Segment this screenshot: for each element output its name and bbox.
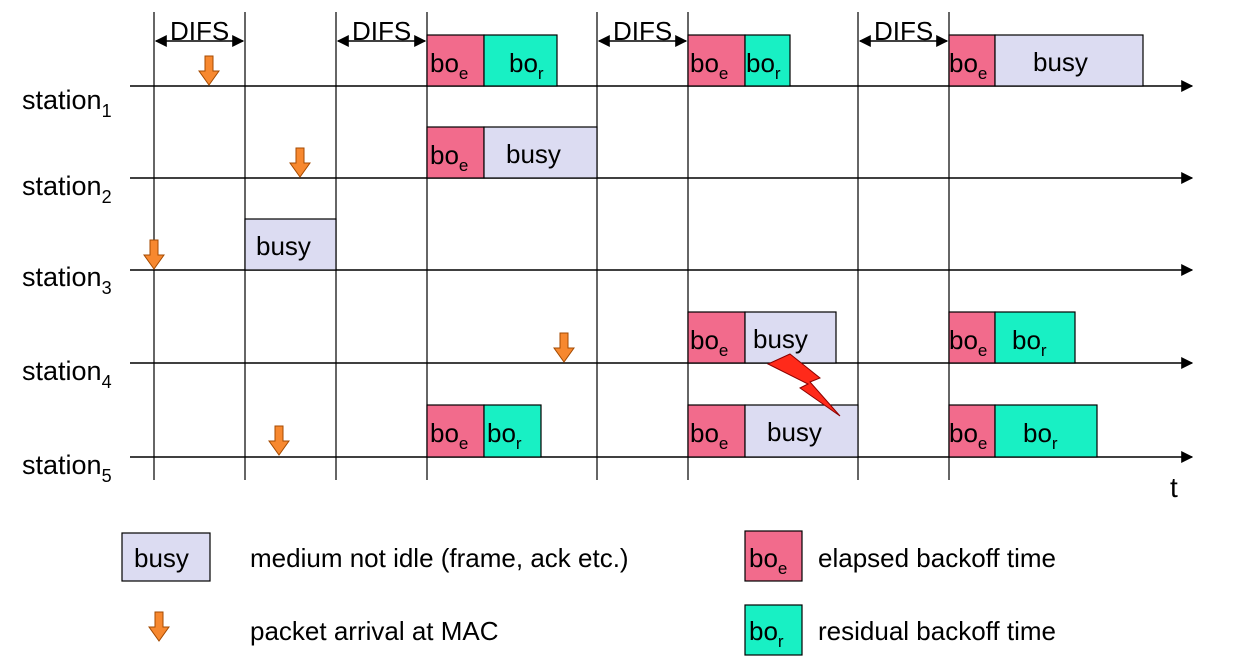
residual-backoff-label: bor	[1012, 325, 1047, 360]
difs-markers: DIFS DIFS DIFS DIFS	[154, 16, 949, 47]
legend-arrival-description: packet arrival at MAC	[250, 616, 499, 646]
residual-backoff-label: bor	[746, 48, 781, 83]
elapsed-backoff-box	[426, 126, 485, 179]
lightning-bolt-icon	[766, 353, 841, 417]
elapsed-backoff-box	[948, 311, 996, 364]
busy-box	[483, 126, 598, 179]
difs-label: DIFS	[352, 16, 411, 46]
residual-backoff-box	[483, 404, 542, 458]
station-label: station3	[22, 262, 112, 298]
elapsed-backoff-box	[687, 404, 746, 458]
station-label: station5	[22, 450, 112, 486]
elapsed-backoff-box	[687, 34, 746, 87]
station-5-activity: boe bor boe busy boe bor	[426, 404, 1098, 458]
residual-backoff-box	[994, 311, 1076, 364]
legend-residual-swatch	[744, 604, 803, 656]
residual-backoff-label: bor	[1023, 418, 1058, 453]
legend-busy-swatch	[121, 532, 211, 582]
time-axis-label: t	[1170, 472, 1178, 503]
legend-residual-sample: bor	[749, 616, 784, 651]
elapsed-backoff-label: boe	[430, 48, 468, 83]
difs-label: DIFS	[613, 16, 672, 46]
legend-residual-description: residual backoff time	[818, 616, 1056, 646]
legend-busy-sample: busy	[134, 543, 189, 573]
station-label: station2	[22, 171, 112, 207]
down-arrow-icon	[289, 147, 311, 178]
elapsed-backoff-label: boe	[690, 325, 728, 360]
station-labels: station1 station2 station3 station4 stat…	[22, 85, 112, 486]
elapsed-backoff-label: boe	[430, 140, 468, 175]
legend: busy medium not idle (frame, ack etc.) p…	[121, 530, 1056, 656]
station-4-activity: boe busy boe bor	[687, 311, 1076, 364]
down-arrow-icon	[268, 425, 290, 456]
busy-label: busy	[506, 139, 561, 169]
busy-label: busy	[256, 231, 311, 261]
busy-label: busy	[1033, 47, 1088, 77]
elapsed-backoff-label: boe	[430, 418, 468, 453]
timelines	[130, 80, 1194, 463]
elapsed-backoff-label: boe	[949, 418, 987, 453]
residual-backoff-label: bor	[487, 418, 522, 453]
down-arrow-icon	[143, 239, 165, 270]
down-arrow-icon	[553, 332, 575, 363]
station-label: station1	[22, 85, 112, 121]
busy-box	[994, 34, 1144, 87]
residual-backoff-label: bor	[509, 48, 544, 83]
down-arrow-icon	[148, 611, 170, 642]
elapsed-backoff-label: boe	[949, 325, 987, 360]
busy-label: busy	[753, 324, 808, 354]
station-1-activity: boe bor boe bor boe busy	[426, 34, 1144, 87]
elapsed-backoff-label: boe	[690, 418, 728, 453]
legend-elapsed-swatch	[744, 530, 803, 582]
residual-backoff-box	[744, 34, 791, 87]
elapsed-backoff-label: boe	[690, 48, 728, 83]
station-2-activity: boe busy	[426, 126, 598, 179]
elapsed-backoff-box	[426, 404, 485, 458]
busy-label: busy	[767, 417, 822, 447]
busy-box	[244, 218, 337, 271]
legend-elapsed-sample: boe	[749, 543, 787, 578]
busy-box	[744, 404, 859, 458]
elapsed-backoff-label: boe	[949, 48, 987, 83]
difs-label: DIFS	[170, 16, 229, 46]
station-3-activity: busy	[244, 218, 337, 271]
legend-elapsed-description: elapsed backoff time	[818, 543, 1056, 573]
legend-busy-description: medium not idle (frame, ack etc.)	[250, 543, 629, 573]
packet-arrivals	[143, 55, 575, 456]
residual-backoff-box	[483, 34, 558, 87]
residual-backoff-box	[994, 404, 1098, 458]
elapsed-backoff-box	[687, 311, 746, 364]
station-label: station4	[22, 356, 112, 392]
down-arrow-icon	[198, 55, 220, 86]
difs-label: DIFS	[874, 16, 933, 46]
